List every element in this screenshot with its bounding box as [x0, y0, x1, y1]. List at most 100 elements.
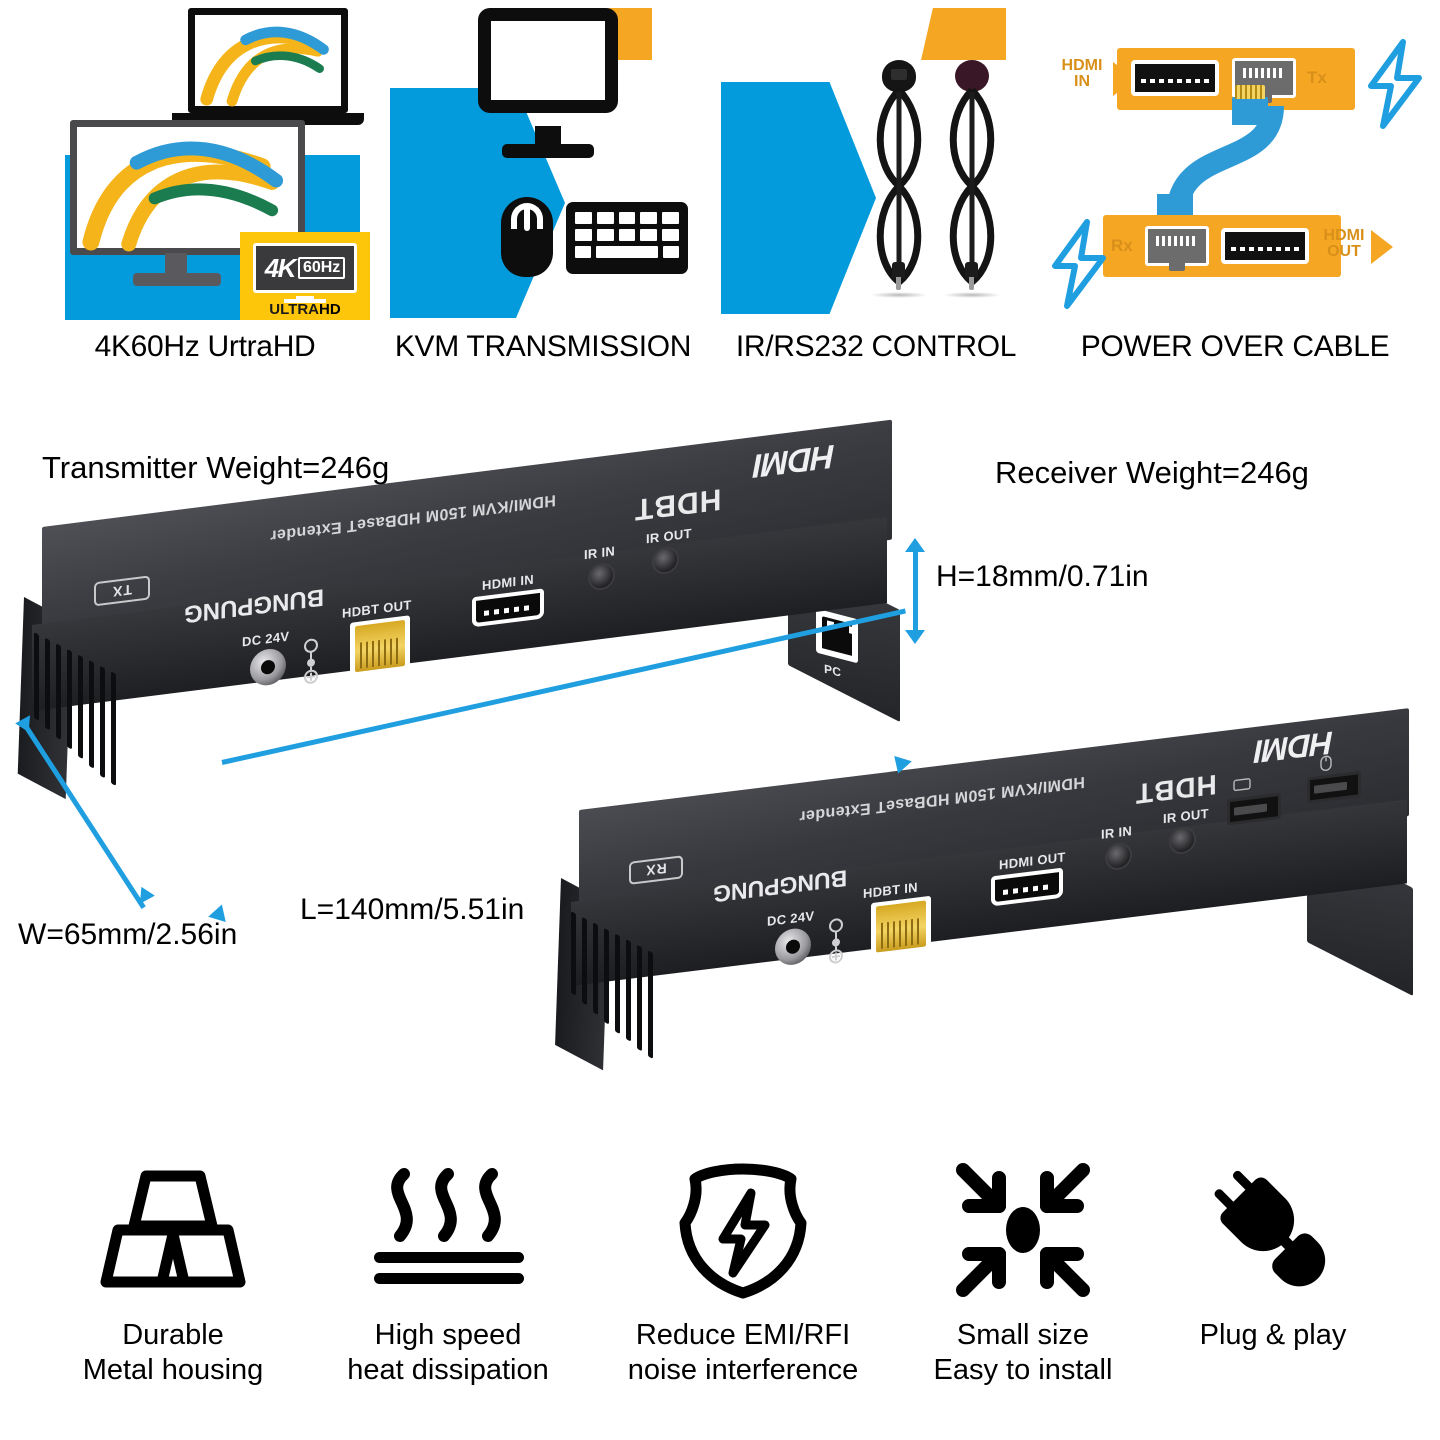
feature-caption-poc: POWER OVER CABLE [1080, 330, 1390, 363]
length-dim-label: L=140mm/5.51in [300, 893, 525, 926]
rx-tag: RX [629, 855, 683, 885]
gold-bars-icon [38, 1160, 308, 1300]
hdbt-logo: HDBT [634, 482, 722, 527]
ir-in-label: IR IN [584, 543, 616, 563]
ir-receiver-head [955, 60, 989, 92]
ir-receiver-cable-icon [941, 60, 1003, 298]
height-arrow-up [905, 538, 925, 552]
receiver-top-text: HDMI/KVM 150M HDBaseT Extender [799, 772, 1085, 825]
ultrahd-badge: 4K 60Hz ULTRAHD [240, 232, 370, 320]
ethernet-cable-icon [1166, 105, 1284, 217]
bottom-feature-heat: High speed heat dissipation [308, 1160, 588, 1389]
feature-panel-ir: IR/RS232 CONTROL [716, 0, 1036, 400]
transmitter-weight-label: Transmitter Weight=246g [42, 450, 390, 485]
feature-panel-4k: 4K 60Hz ULTRAHD 4K60Hz UrtraHD [40, 0, 370, 400]
hdbt-out-rj45-port [350, 615, 410, 677]
rx-rj45-port-icon [1145, 226, 1209, 271]
hdbt-in-rj45-port [871, 895, 931, 958]
badge-screen: 4K 60Hz [253, 243, 357, 293]
feature-panel-kvm: KVM TRANSMISSION [378, 0, 708, 400]
receiver-front-face: BUNGPUNG DC 24V HDBT IN HDMI OUT IR IN I… [571, 755, 1407, 986]
receiver-device: RX HDMI/KVM 150M HDBaseT Extender HDBT H… [555, 708, 1440, 1120]
feature-caption-kvm: KVM TRANSMISSION [394, 330, 692, 363]
ir-emitter-cable-icon [868, 60, 930, 298]
badge-stand [296, 296, 314, 301]
ir-emitter-plug [892, 262, 905, 290]
heat-waves-icon [308, 1160, 588, 1300]
tx-label: Tx [1307, 68, 1327, 87]
badge-ultrahd-label: ULTRAHD [269, 301, 341, 318]
transmitter-front-face: BUNGPUNG DC 24V HDBT OUT HDMI IN IR IN I… [32, 516, 887, 711]
width-dim-label: W=65mm/2.56in [18, 918, 238, 951]
compress-icon [898, 1160, 1148, 1300]
top-feature-row: 4K 60Hz ULTRAHD 4K60Hz UrtraHD [0, 0, 1440, 400]
monitor-stand [165, 253, 187, 275]
ir-receiver-plug [965, 262, 978, 290]
monitor-base [133, 273, 221, 286]
keyboard-port-icon [1233, 778, 1251, 792]
orange-accent-shape [921, 8, 1006, 60]
bottom-feature-durable: Durable Metal housing [38, 1160, 308, 1389]
ir-in-label: IR IN [1101, 823, 1133, 842]
hdmi-in-arrow-icon [1113, 62, 1135, 96]
hdmi-out-arrow-icon [1371, 230, 1393, 264]
badge-hz-text: 60Hz [297, 257, 346, 279]
shield-bolt-icon [588, 1160, 898, 1300]
dc-power-port [250, 646, 286, 688]
ir-out-jack [652, 545, 679, 576]
monitor-icon [70, 120, 305, 255]
dc-power-port [775, 926, 811, 967]
height-dim-label: H=18mm/0.71in [936, 560, 1149, 593]
laptop-icon [188, 8, 348, 113]
badge-foot [284, 299, 326, 303]
mouse-port-icon [1320, 755, 1332, 772]
height-arrow-down [905, 630, 925, 644]
bottom-feature-row: Durable Metal housing High speed heat di… [0, 1160, 1440, 1440]
hdmi-out-port [991, 867, 1063, 907]
keyboard-icon [566, 202, 688, 274]
hdbt-logo: HDBT [1135, 768, 1217, 810]
feature-panel-4k-art: 4K 60Hz ULTRAHD [40, 0, 370, 325]
badge-4k-text: 4K [264, 252, 297, 283]
lightning-bolt-icon [1368, 39, 1422, 129]
bottom-feature-plug: Plug & play [1148, 1160, 1398, 1353]
height-dim-line [913, 548, 918, 632]
dc-24v-label: DC 24V [767, 908, 815, 929]
cable-plug-top [1232, 85, 1268, 125]
feature-panel-kvm-art [378, 0, 708, 325]
transmitter-device: PC TX HDMI/KVM 150M HDBaseT Extender HDB… [17, 419, 938, 915]
bottom-feature-small: Small size Easy to install [898, 1160, 1148, 1389]
feature-caption-4k: 4K60Hz UrtraHD [94, 330, 316, 363]
ir-emitter-head [882, 60, 916, 92]
ir-in-jack [1105, 841, 1132, 872]
bottom-feature-label: Small size Easy to install [933, 1319, 1113, 1387]
dc-polarity-icon [829, 918, 843, 964]
monitor-base [502, 144, 594, 158]
hdmi-in-port-icon [1131, 60, 1219, 96]
feature-caption-ir: IR/RS232 CONTROL [735, 330, 1017, 363]
hdmi-in-label: HDMI IN [1061, 57, 1103, 90]
bottom-feature-label: Durable Metal housing [82, 1319, 264, 1387]
monitor-outline-icon [478, 8, 618, 113]
hdmi-in-port [472, 588, 544, 628]
feature-panel-ir-art [716, 0, 1036, 325]
hdmi-logo: HDMI [754, 437, 835, 486]
bottom-feature-label: Plug & play [1199, 1319, 1347, 1351]
receiver-weight-label: Receiver Weight=246g [995, 455, 1309, 490]
feature-panel-poc-art: HDMI IN Tx [1045, 0, 1425, 325]
dc-24v-label: DC 24V [242, 628, 290, 650]
usb-a-port-1 [1227, 792, 1281, 826]
transmitter-top-text: HDMI/KVM 150M HDBaseT Extender [270, 491, 556, 545]
plug-play-icon [1148, 1160, 1398, 1300]
hdmi-out-label: HDMI OUT [1323, 227, 1365, 260]
mouse-icon [501, 197, 553, 277]
pc-port-label: PC [823, 661, 842, 680]
tx-tag: TX [94, 575, 150, 607]
monitor-neck [535, 126, 561, 148]
bottom-feature-emi: Reduce EMI/RFI noise interference [588, 1160, 898, 1389]
feature-panel-poc: HDMI IN Tx [1045, 0, 1425, 400]
pc-usb-b-port [816, 608, 858, 664]
bottom-feature-label: Reduce EMI/RFI noise interference [627, 1319, 859, 1387]
bottom-feature-label: High speed heat dissipation [347, 1319, 549, 1387]
